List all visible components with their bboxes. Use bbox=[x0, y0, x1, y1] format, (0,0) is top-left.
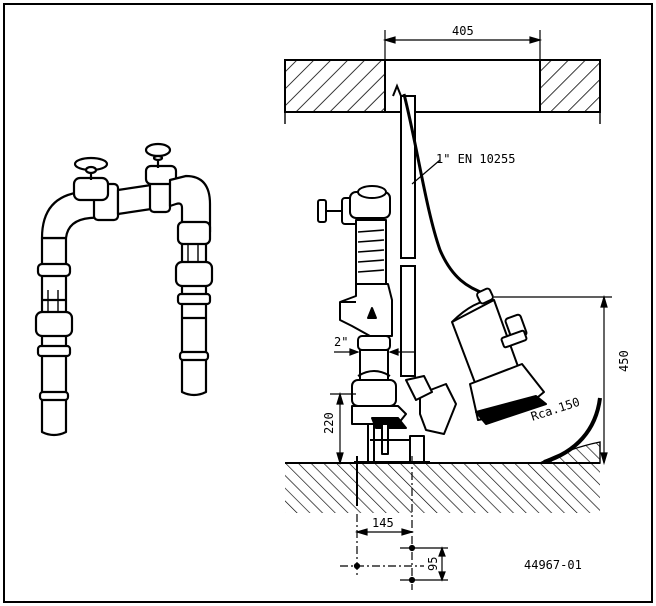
width-dimension-label: 405 bbox=[452, 24, 474, 38]
pipe-spec-label: 1" EN 10255 bbox=[436, 152, 515, 166]
dimension-height-right bbox=[494, 294, 612, 466]
drawing-border bbox=[3, 3, 653, 603]
discharge-valve-stack bbox=[317, 185, 430, 463]
ceiling-slab bbox=[284, 59, 601, 124]
pipe-size-marker bbox=[334, 348, 414, 356]
height-right-label: 450 bbox=[617, 350, 631, 372]
dimension-width bbox=[382, 30, 543, 112]
drawing-number: 44967-01 bbox=[524, 558, 582, 572]
height-left-label: 220 bbox=[322, 412, 336, 434]
pipe-size-label: 2" bbox=[334, 335, 348, 349]
submersible-pump bbox=[405, 287, 547, 435]
base-vertical-label: 95 bbox=[426, 557, 440, 571]
dimension-height-left bbox=[330, 391, 356, 466]
base-horizontal-label: 145 bbox=[372, 516, 394, 530]
valve-pipe-assembly bbox=[34, 142, 214, 437]
floor bbox=[285, 441, 601, 513]
power-cable bbox=[402, 93, 487, 296]
pipe-spec-leader bbox=[411, 159, 441, 185]
guide-pipe bbox=[392, 83, 416, 377]
base-plan bbox=[340, 456, 448, 590]
